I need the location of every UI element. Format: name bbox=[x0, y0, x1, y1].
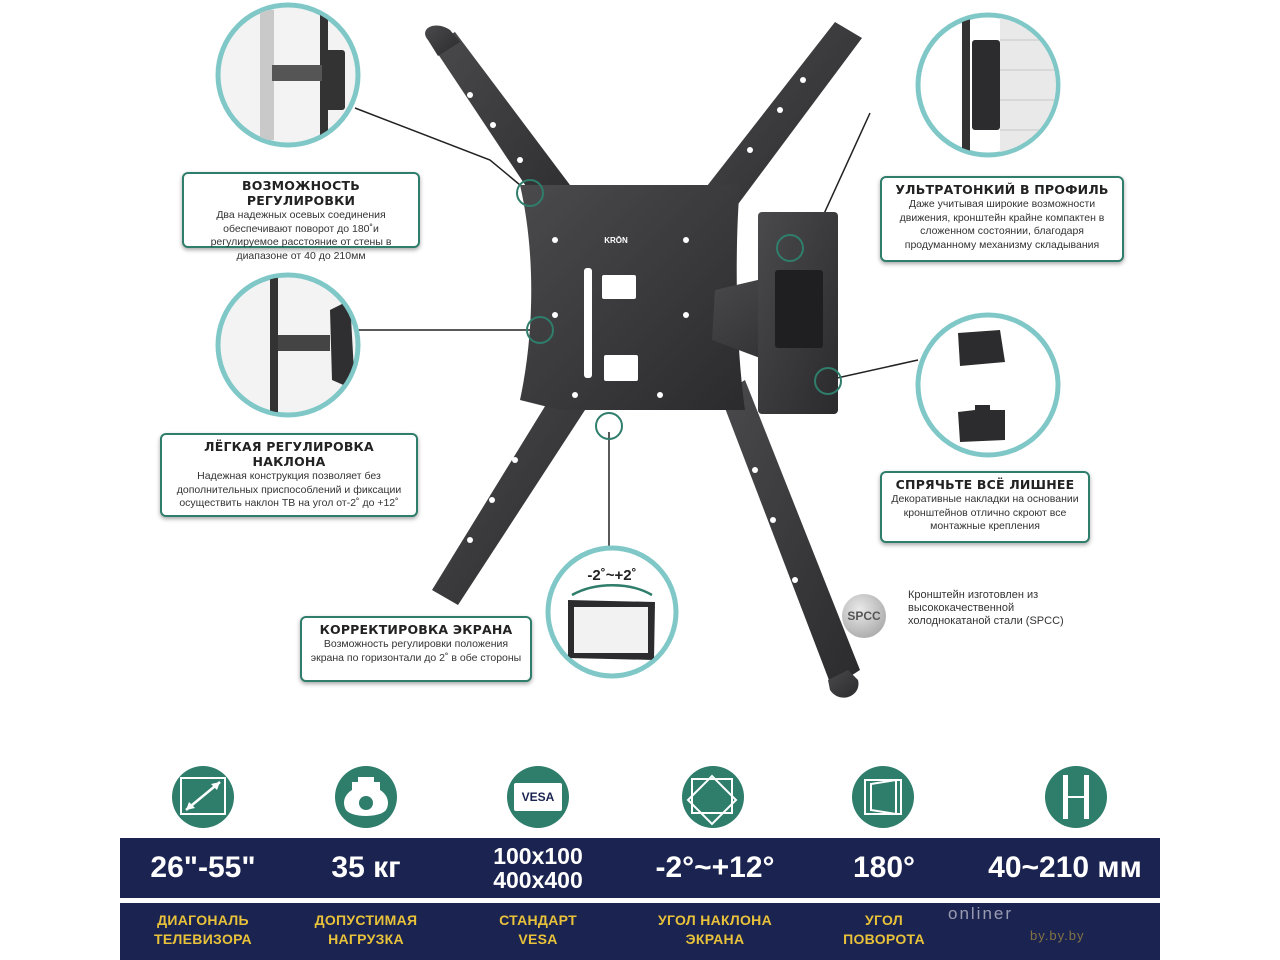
callout-body: Декоративные накладки на основании кронш… bbox=[891, 493, 1079, 532]
callout-body: Возможность регулировки положения экрана… bbox=[310, 638, 522, 664]
callout-hide: СПРЯЧЬТЕ ВСЁ ЛИШНЕЕ Декоративные накладк… bbox=[880, 471, 1090, 543]
spec-value-rotation: 180° bbox=[852, 851, 916, 884]
level-angle-label: -2˚~+2˚ bbox=[587, 567, 637, 584]
brand-logo: KRŌN bbox=[604, 236, 628, 245]
spcc-note: Кронштейн изготовлен из высококачественн… bbox=[908, 589, 1064, 627]
spec-label-load: ДОПУСТИМАЯ НАГРУЗКА bbox=[314, 912, 418, 947]
spec-label-rotation: УГОЛ ПОВОРОТА bbox=[843, 912, 925, 947]
callout-body: Даже учитывая широкие возможности движен… bbox=[899, 198, 1105, 251]
callout-title: ВОЗМОЖНОСТЬ РЕГУЛИРОВКИ bbox=[242, 178, 360, 208]
detail-markers bbox=[516, 179, 842, 440]
detail-circle-tilt bbox=[215, 272, 361, 418]
spec-value-diagonal: 26"-55" bbox=[150, 851, 256, 884]
watermark: onliner bbox=[948, 904, 1014, 923]
spec-labels-band bbox=[120, 903, 1160, 960]
spcc-badge: SPCC bbox=[842, 594, 886, 638]
spec-label-diagonal: ДИАГОНАЛЬ ТЕЛЕВИЗОРА bbox=[154, 912, 252, 947]
callout-tilt: ЛЁГКАЯ РЕГУЛИРОВКА НАКЛОНА Надежная конс… bbox=[160, 433, 418, 517]
callout-title: ЛЁГКАЯ РЕГУЛИРОВКА НАКЛОНА bbox=[204, 439, 374, 469]
weight-icon bbox=[335, 766, 397, 828]
diagonal-icon bbox=[172, 766, 234, 828]
callout-slim: УЛЬТРАТОНКИЙ В ПРОФИЛЬ Даже учитывая шир… bbox=[880, 176, 1124, 262]
detail-circle-slim bbox=[915, 12, 1061, 158]
watermark-sub: by.by.by bbox=[1030, 928, 1085, 943]
callout-title: УЛЬТРАТОНКИЙ В ПРОФИЛЬ bbox=[895, 182, 1109, 197]
spec-value-vesa: 100x100 400x400 bbox=[493, 843, 583, 893]
spec-label-vesa: СТАНДАРТ VESA bbox=[499, 912, 577, 947]
callout-level: КОРРЕКТИРОВКА ЭКРАНА Возможность регулир… bbox=[300, 616, 532, 682]
vesa-icon-text: VESA bbox=[521, 790, 555, 804]
spec-value-tilt: -2°~+12° bbox=[655, 851, 775, 884]
callout-title: СПРЯЧЬТЕ ВСЁ ЛИШНЕЕ bbox=[895, 477, 1075, 492]
tilt-angle-icon bbox=[682, 766, 744, 828]
spec-label-tilt: УГОЛ НАКЛОНА ЭКРАНА bbox=[657, 912, 772, 947]
detail-circle-swivel bbox=[215, 2, 361, 148]
detail-circle-covers bbox=[915, 312, 1061, 458]
spec-value-load: 35 кг bbox=[331, 851, 401, 884]
callout-body: Два надежных осевых соединения обеспечив… bbox=[210, 209, 392, 262]
bracket bbox=[425, 22, 862, 698]
callout-adjust: ВОЗМОЖНОСТЬ РЕГУЛИРОВКИ Два надежных осе… bbox=[182, 172, 420, 262]
wall-distance-icon bbox=[1045, 766, 1107, 828]
rotation-icon bbox=[852, 766, 914, 828]
spec-values-band bbox=[120, 838, 1160, 898]
spec-icons bbox=[172, 766, 1107, 828]
vesa-icon bbox=[507, 766, 569, 828]
detail-circle-level bbox=[545, 545, 679, 679]
callout-body: Надежная конструкция позволяет без допол… bbox=[176, 470, 402, 509]
bracket-holes bbox=[467, 77, 806, 583]
spec-value-distance: 40~210 мм bbox=[988, 851, 1142, 884]
callout-title: КОРРЕКТИРОВКА ЭКРАНА bbox=[319, 622, 513, 637]
